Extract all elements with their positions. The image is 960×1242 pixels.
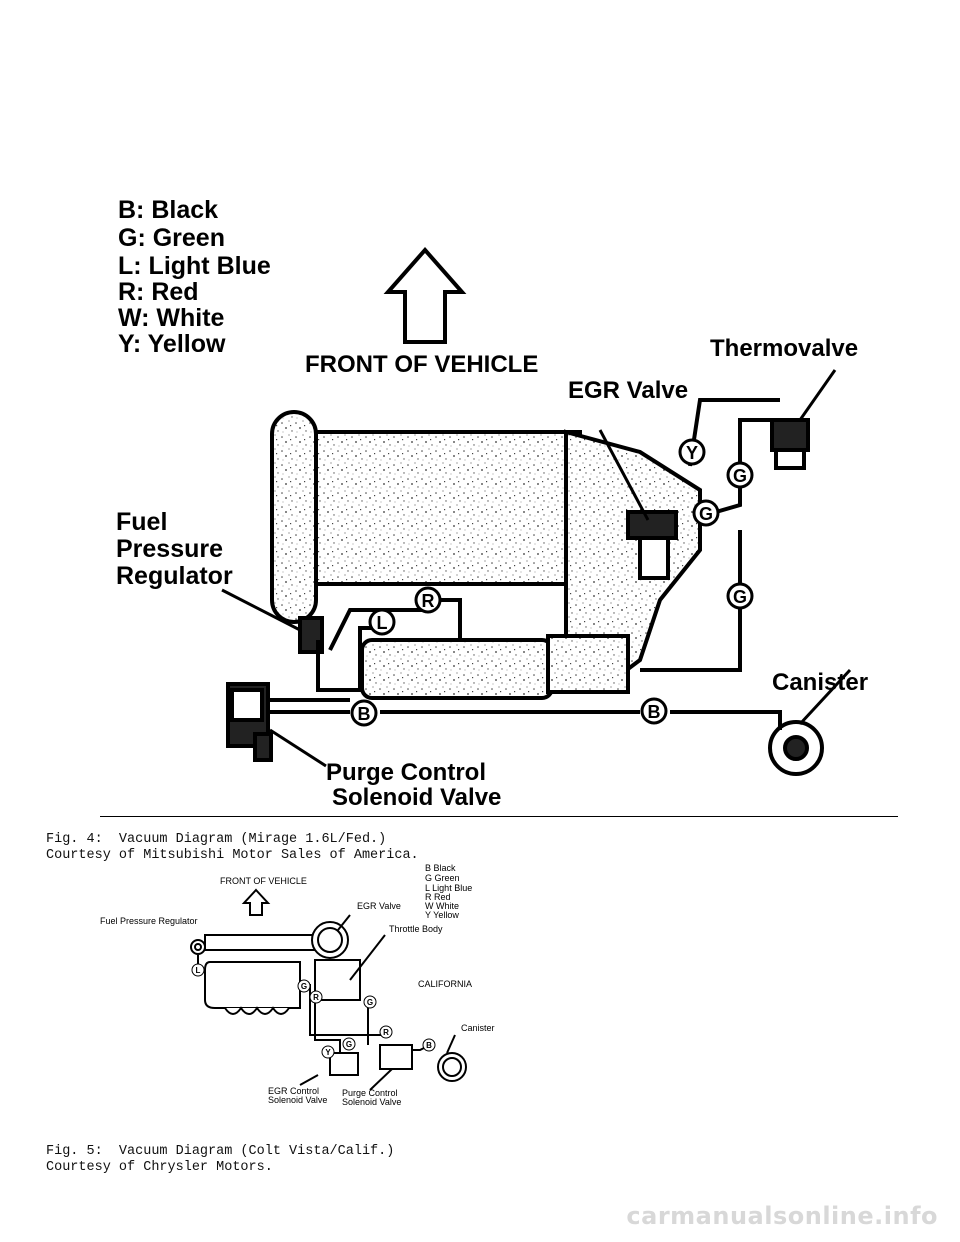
intake-plenum xyxy=(298,430,582,586)
svg-text:L: L xyxy=(377,613,388,633)
front-of-vehicle-label: FRONT OF VEHICLE xyxy=(305,351,538,378)
legend-black: B: Black xyxy=(118,196,218,224)
regulator-small xyxy=(190,939,206,955)
hose-tag-g-small-3: G xyxy=(342,1037,356,1051)
svg-text:B: B xyxy=(358,704,371,724)
hose-tags-small: L G R G R B G Y xyxy=(191,963,436,1059)
svg-text:Solenoid Valve: Solenoid Valve xyxy=(332,784,501,811)
figure-5-caption: Fig. 5: Vacuum Diagram (Colt Vista/Calif… xyxy=(46,1128,394,1176)
hose-tag-l: L xyxy=(368,608,396,636)
svg-text:G: G xyxy=(733,587,747,607)
plenum-end-tank xyxy=(270,410,318,624)
svg-text:Pressure: Pressure xyxy=(116,535,223,563)
canister-small xyxy=(437,1052,467,1082)
svg-text:G: G xyxy=(346,1040,352,1049)
egr-valve-label: EGR Valve xyxy=(568,377,688,404)
vacuum-hoses-small xyxy=(197,914,456,1091)
hose-tag-g-upper: G xyxy=(726,461,754,489)
legend-yellow: Y Yellow xyxy=(425,910,459,920)
hose-tag-b-left: B xyxy=(350,699,378,727)
hose-tag-b-small: B xyxy=(422,1038,436,1052)
front-of-vehicle-label: FRONT OF VEHICLE xyxy=(220,876,307,886)
svg-text:R: R xyxy=(383,1028,389,1037)
hose-tag-g-middle: G xyxy=(692,499,720,527)
figure-5-caption-title: Fig. 5: Vacuum Diagram (Colt Vista/Calif… xyxy=(46,1144,395,1159)
egr-valve-small xyxy=(311,921,349,959)
site-watermark: carmanualsonline.info xyxy=(626,1202,938,1230)
purge-control-solenoid-label: Purge Control Solenoid Valve xyxy=(342,1088,401,1107)
legend-red: R Red xyxy=(425,892,451,902)
front-arrow-icon xyxy=(383,246,467,344)
svg-text:Purge Control: Purge Control xyxy=(342,1088,398,1098)
purge-solenoid-small xyxy=(379,1044,413,1070)
legend-red: R: Red xyxy=(118,278,199,306)
legend-white: W: White xyxy=(118,304,225,332)
svg-text:L: L xyxy=(196,966,201,975)
legend-light-blue: L: Light Blue xyxy=(118,252,271,280)
svg-text:Purge Control: Purge Control xyxy=(326,759,486,786)
front-arrow-icon xyxy=(241,888,271,916)
hose-tag-y-small: Y xyxy=(321,1045,335,1059)
svg-text:G: G xyxy=(367,998,373,1007)
hose-tag-b-right: B xyxy=(640,697,668,725)
canister-label: Canister xyxy=(461,1023,495,1033)
svg-text:Fuel: Fuel xyxy=(116,508,167,536)
caption-rule xyxy=(100,816,898,817)
fuel-pressure-regulator-label: Fuel Pressure Regulator xyxy=(116,508,233,590)
legend-white: W White xyxy=(425,901,459,911)
figure-4-caption-title: Fig. 4: Vacuum Diagram (Mirage 1.6L/Fed.… xyxy=(46,832,387,847)
svg-text:G: G xyxy=(699,504,713,524)
legend-black: B Black xyxy=(425,863,456,873)
svg-text:Solenoid Valve: Solenoid Valve xyxy=(268,1095,327,1105)
legend-green: G Green xyxy=(425,873,460,883)
hose-tag-l-small: L xyxy=(191,963,205,977)
figure-4-caption: Fig. 4: Vacuum Diagram (Mirage 1.6L/Fed.… xyxy=(46,816,419,864)
svg-text:Regulator: Regulator xyxy=(116,562,233,590)
california-label: CALIFORNIA xyxy=(418,979,472,989)
thermovalve-body xyxy=(770,418,810,452)
fuel-rail xyxy=(360,638,554,700)
throttle-body-label: Throttle Body xyxy=(389,924,443,934)
svg-text:R: R xyxy=(422,591,435,611)
thermovalve-label: Thermovalve xyxy=(710,335,858,362)
hose-tag-g-small-1: G xyxy=(297,979,311,993)
hose-tag-g-small-2: G xyxy=(363,995,377,1009)
color-legend: B: Black G: Green L: Light Blue R: Red W… xyxy=(118,196,271,358)
engine-illustration xyxy=(226,410,824,776)
legend-green: G: Green xyxy=(118,224,225,252)
hose-tag-r-small-2: R xyxy=(379,1025,393,1039)
svg-text:EGR Control: EGR Control xyxy=(268,1086,319,1096)
engine-illustration-small xyxy=(190,921,467,1082)
canister-label: Canister xyxy=(772,669,868,696)
legend-yellow: Y: Yellow xyxy=(118,330,226,358)
svg-text:R: R xyxy=(313,993,319,1002)
svg-text:Y: Y xyxy=(325,1048,331,1057)
egr-valve-label: EGR Valve xyxy=(357,901,401,911)
egr-solenoid-small xyxy=(329,1052,359,1076)
figure-5-caption-credit: Courtesy of Chrysler Motors. xyxy=(46,1160,273,1175)
vacuum-diagram-mirage: B: Black G: Green L: Light Blue R: Red W… xyxy=(116,196,868,811)
hose-tag-r: R xyxy=(414,586,442,614)
hose-tag-g-lower: G xyxy=(726,582,754,610)
svg-text:B: B xyxy=(426,1041,432,1050)
figure-4-caption-credit: Courtesy of Mitsubishi Motor Sales of Am… xyxy=(46,848,419,863)
svg-text:Y: Y xyxy=(686,443,698,463)
egr-control-solenoid-label: EGR Control Solenoid Valve xyxy=(268,1086,327,1105)
svg-text:G: G xyxy=(301,982,307,991)
purge-control-label: Purge Control Solenoid Valve xyxy=(326,759,501,811)
color-legend-small: B Black G Green L Light Blue R Red W Whi… xyxy=(425,863,472,920)
svg-text:G: G xyxy=(733,466,747,486)
hose-tag-r-small-1: R xyxy=(309,990,323,1004)
fuel-pressure-regulator-label: Fuel Pressure Regulator xyxy=(100,916,198,926)
egr-valve-body xyxy=(626,510,678,540)
hose-tag-y: Y xyxy=(678,438,706,466)
svg-text:Solenoid Valve: Solenoid Valve xyxy=(342,1097,401,1107)
legend-light-blue: L Light Blue xyxy=(425,883,472,893)
svg-text:B: B xyxy=(648,702,661,722)
